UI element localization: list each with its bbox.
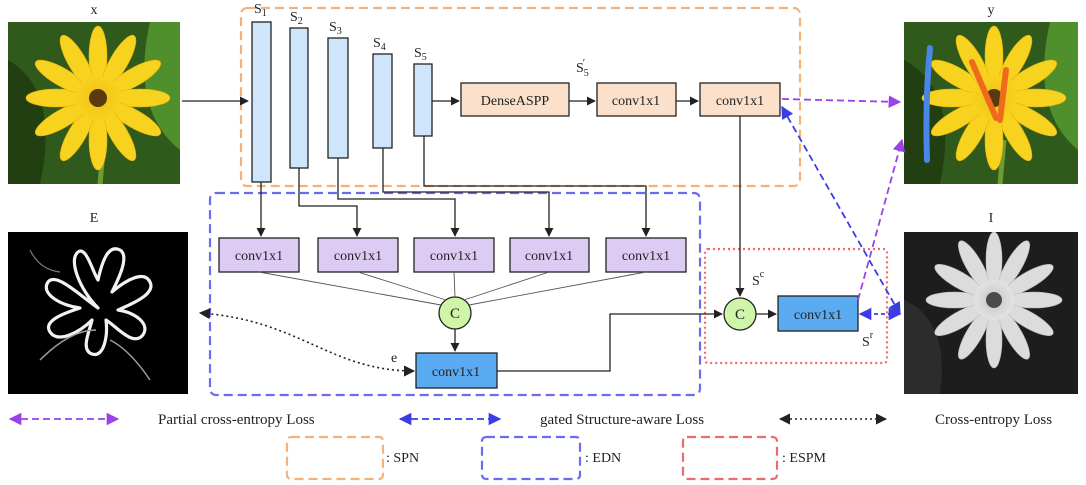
legend-spn-label: : SPN (386, 451, 419, 466)
edn-conv-4-block (509, 237, 590, 273)
annotated-image-y (904, 22, 1078, 185)
ce-loss-link (198, 308, 416, 377)
edn-frame (208, 191, 702, 397)
flow-connectors (182, 96, 777, 372)
label-i-image: I (989, 211, 994, 226)
s5-prime-label: S5′ (576, 57, 589, 79)
partial-ce-link-spn (781, 95, 902, 109)
legend-espm-swatch (681, 435, 779, 481)
spn-conv-a-label: conv1x1 (612, 94, 660, 109)
stage-s3-label: S3 (329, 20, 342, 37)
gated-loss-link-spn (781, 105, 901, 316)
legend-gated-label: gated Structure-aware Loss (540, 412, 704, 428)
edn-conv-3-block (413, 237, 495, 273)
partial-ce-link-espm (857, 138, 906, 301)
input-image-x (8, 22, 180, 185)
concat-inputs (258, 271, 647, 306)
edn-conv-out-label: conv1x1 (432, 365, 480, 380)
stage-s1-label: S1 (254, 2, 267, 19)
sr-label: Sr (862, 330, 874, 350)
label-x: x (91, 3, 98, 18)
edn-conv-3-label: conv1x1 (430, 249, 478, 264)
legend-partial-label: Partial cross-entropy Loss (158, 412, 315, 428)
stage-s3-block (327, 37, 349, 159)
stage-s4-block (372, 53, 393, 149)
legend-edn-label: : EDN (585, 451, 621, 466)
espm-concat-label: C (735, 307, 745, 323)
label-e-image: E (90, 211, 99, 226)
grayscale-image-i (904, 231, 1078, 394)
espm-conv-label: conv1x1 (794, 308, 842, 323)
e-edge-label: e (391, 351, 397, 366)
edn-conv-5-block (605, 237, 687, 273)
sc-label: Sc (752, 269, 765, 289)
edn-conv-1-label: conv1x1 (235, 249, 283, 264)
stage-s5-block (413, 63, 433, 137)
legend-ce-label: Cross-entropy Loss (935, 412, 1052, 428)
spn-frame (239, 6, 802, 188)
spn-conv-a-block (596, 82, 677, 117)
legend-espm-label: : ESPM (782, 451, 827, 466)
stage-s2-label: S2 (290, 10, 303, 27)
legend-edn-swatch (480, 435, 582, 481)
stage-s5-label: S5 (414, 46, 427, 63)
label-y: y (988, 3, 995, 18)
edn-conv-2-block (317, 237, 399, 273)
spn-conv-b-label: conv1x1 (716, 94, 764, 109)
stage-s2-block (289, 27, 309, 169)
edge-map-image-e (8, 232, 188, 394)
stage-s4-label: S4 (373, 36, 386, 53)
edn-conv-4-label: conv1x1 (525, 249, 573, 264)
legend-spn-swatch (285, 435, 385, 481)
edn-conv-5-label: conv1x1 (622, 249, 670, 264)
edn-conv-2-label: conv1x1 (334, 249, 382, 264)
edn-concat-label: C (450, 306, 460, 322)
stage-s1-block (251, 21, 272, 183)
dense-aspp-block (460, 82, 570, 117)
dense-aspp-label: DenseASPP (481, 94, 550, 109)
espm-frame (703, 247, 889, 365)
edn-conv-out-block (415, 352, 498, 389)
